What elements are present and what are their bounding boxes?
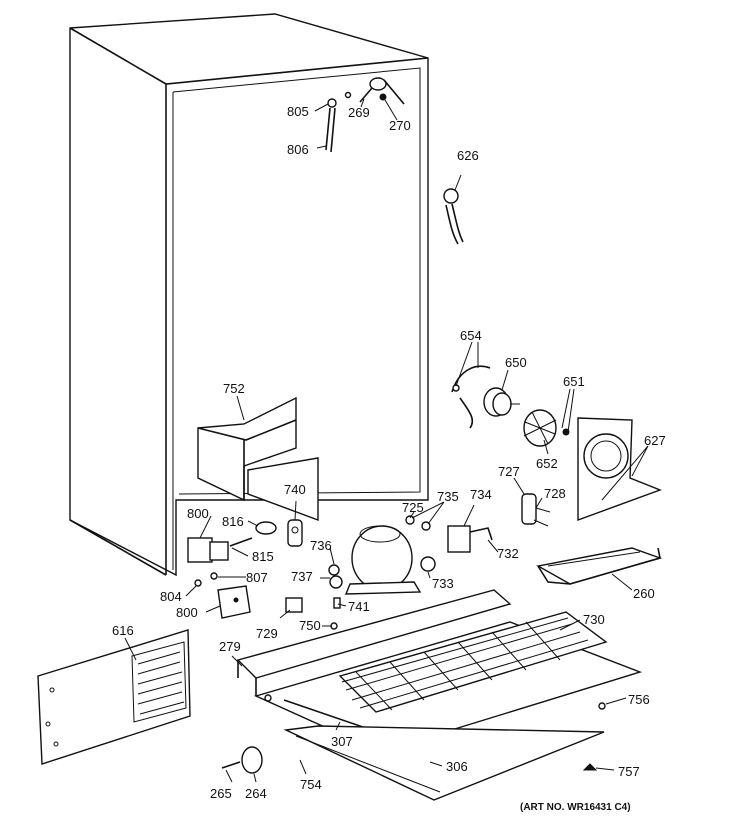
part-752-duct [197,396,319,522]
leader-lines [124,98,649,783]
callout-730: 730 [583,612,605,627]
fan-motor-group [451,365,662,522]
callout-725: 725 [402,500,424,515]
callout-740: 740 [284,482,306,497]
callout-260: 260 [633,586,655,601]
callout-757: 757 [618,764,640,779]
callout-804: 804 [160,589,182,604]
callout-627: 627 [644,433,666,448]
callout-732: 732 [497,546,519,561]
callout-737: 737 [291,569,313,584]
callout-733: 733 [432,576,454,591]
callout-727: 727 [498,464,520,479]
callout-805: 805 [287,104,309,119]
callout-807: 807 [246,570,268,585]
callout-652: 652 [536,456,558,471]
callout-754: 754 [300,777,322,792]
callout-752: 752 [223,381,245,396]
part-740-clip [287,519,303,547]
callout-270: 270 [389,118,411,133]
parts-264-265 [221,746,263,774]
base-and-condenser [236,589,643,771]
callout-616: 616 [112,623,134,638]
callout-741: 741 [348,599,370,614]
callout-264: 264 [245,786,267,801]
callout-626: 626 [457,148,479,163]
callout-654: 654 [460,328,482,343]
callout-279: 279 [219,639,241,654]
callout-800-bottom: 800 [176,605,198,620]
callout-800-top: 800 [187,506,209,521]
compressor [328,515,431,609]
callout-265: 265 [210,786,232,801]
callout-269: 269 [348,105,370,120]
callout-728: 728 [544,486,566,501]
callout-307: 307 [331,734,353,749]
callout-729: 729 [256,626,278,641]
callout-734: 734 [470,487,492,502]
callout-736: 736 [310,538,332,553]
part-754-base-pan [283,725,605,801]
part-260-drain-pan [535,547,663,585]
part-616-access-panel [37,629,191,765]
callout-650: 650 [505,355,527,370]
callout-756: 756 [628,692,650,707]
callout-651: 651 [563,374,585,389]
part-727-capacitor [521,493,551,527]
callout-806: 806 [287,142,309,157]
relay-parts [420,525,493,572]
callout-306: 306 [446,759,468,774]
callout-750: 750 [299,618,321,633]
art-number: (ART NO. WR16431 C4) [520,802,631,813]
callout-735: 735 [437,489,459,504]
callout-815: 815 [252,549,274,564]
part-626-thermostat [443,188,464,245]
water-valve-group [187,521,277,619]
drain-parts-top [325,77,405,153]
callout-816: 816 [222,514,244,529]
callout-labels: 805 806 269 270 626 654 650 651 652 627 … [112,104,666,813]
